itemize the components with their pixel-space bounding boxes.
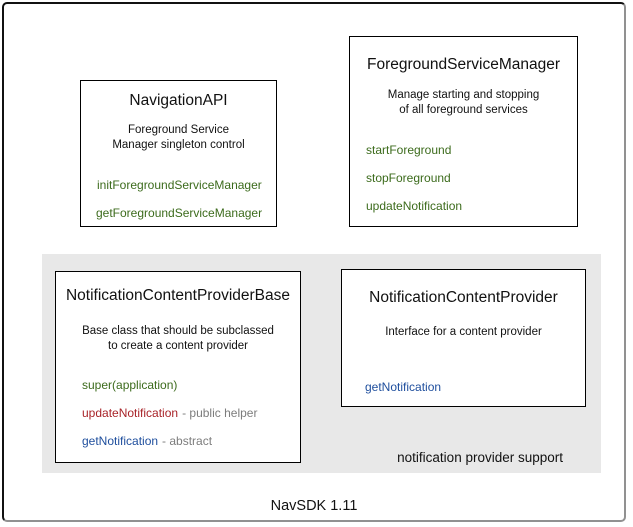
method-get-notification: getNotification [365, 380, 441, 394]
class-description: Interface for a content provider [385, 326, 542, 338]
class-description: Base class that should be subclassed to … [82, 325, 274, 352]
method-name: updateNotification [82, 406, 179, 420]
method-name: startForeground [366, 143, 452, 157]
method-name: stopForeground [366, 171, 451, 185]
method-name: getNotification [82, 434, 159, 448]
method-name: getForegroundServiceManager [96, 206, 263, 220]
method-name: getNotification [365, 380, 442, 394]
method-update-notification: updateNotification [366, 199, 462, 213]
method-init-foreground-service-manager: initForegroundServiceManager [97, 178, 262, 192]
group-label: notification provider support [397, 450, 563, 465]
method-super-application: super(application) [82, 378, 177, 392]
method-start-foreground: startForeground [366, 143, 451, 157]
method-get-foreground-service-manager: getForegroundServiceManager [96, 206, 262, 220]
class-title: NotificationContentProvider [369, 289, 558, 306]
class-title: NavigationAPI [129, 92, 228, 109]
method-name: initForegroundServiceManager [97, 178, 262, 192]
method-get-notification: getNotification- abstract [82, 434, 212, 448]
class-description: Manage starting and stopping of all fore… [387, 89, 540, 116]
class-description: Foreground Service Manager singleton con… [112, 124, 245, 151]
class-title: ForegroundServiceManager [367, 56, 560, 73]
method-annotation: - public helper [182, 406, 258, 420]
method-name: updateNotification [366, 199, 463, 213]
diagram-frame: NavigationAPI Foreground Service Manager… [2, 2, 626, 522]
class-box-foreground-service-manager: ForegroundServiceManager Manage starting… [349, 36, 578, 227]
diagram-caption: NavSDK 1.11 [270, 498, 358, 514]
class-box-notification-content-provider-base: NotificationContentProviderBase Base cla… [55, 271, 301, 463]
method-update-notification: updateNotification- public helper [82, 406, 257, 420]
method-annotation: - abstract [162, 434, 213, 448]
class-title: NotificationContentProviderBase [65, 287, 290, 304]
class-box-navigation-api: NavigationAPI Foreground Service Manager… [80, 80, 277, 227]
method-stop-foreground: stopForeground [366, 171, 451, 185]
method-name: super(application) [82, 378, 178, 392]
class-box-notification-content-provider: NotificationContentProvider Interface fo… [341, 269, 586, 407]
